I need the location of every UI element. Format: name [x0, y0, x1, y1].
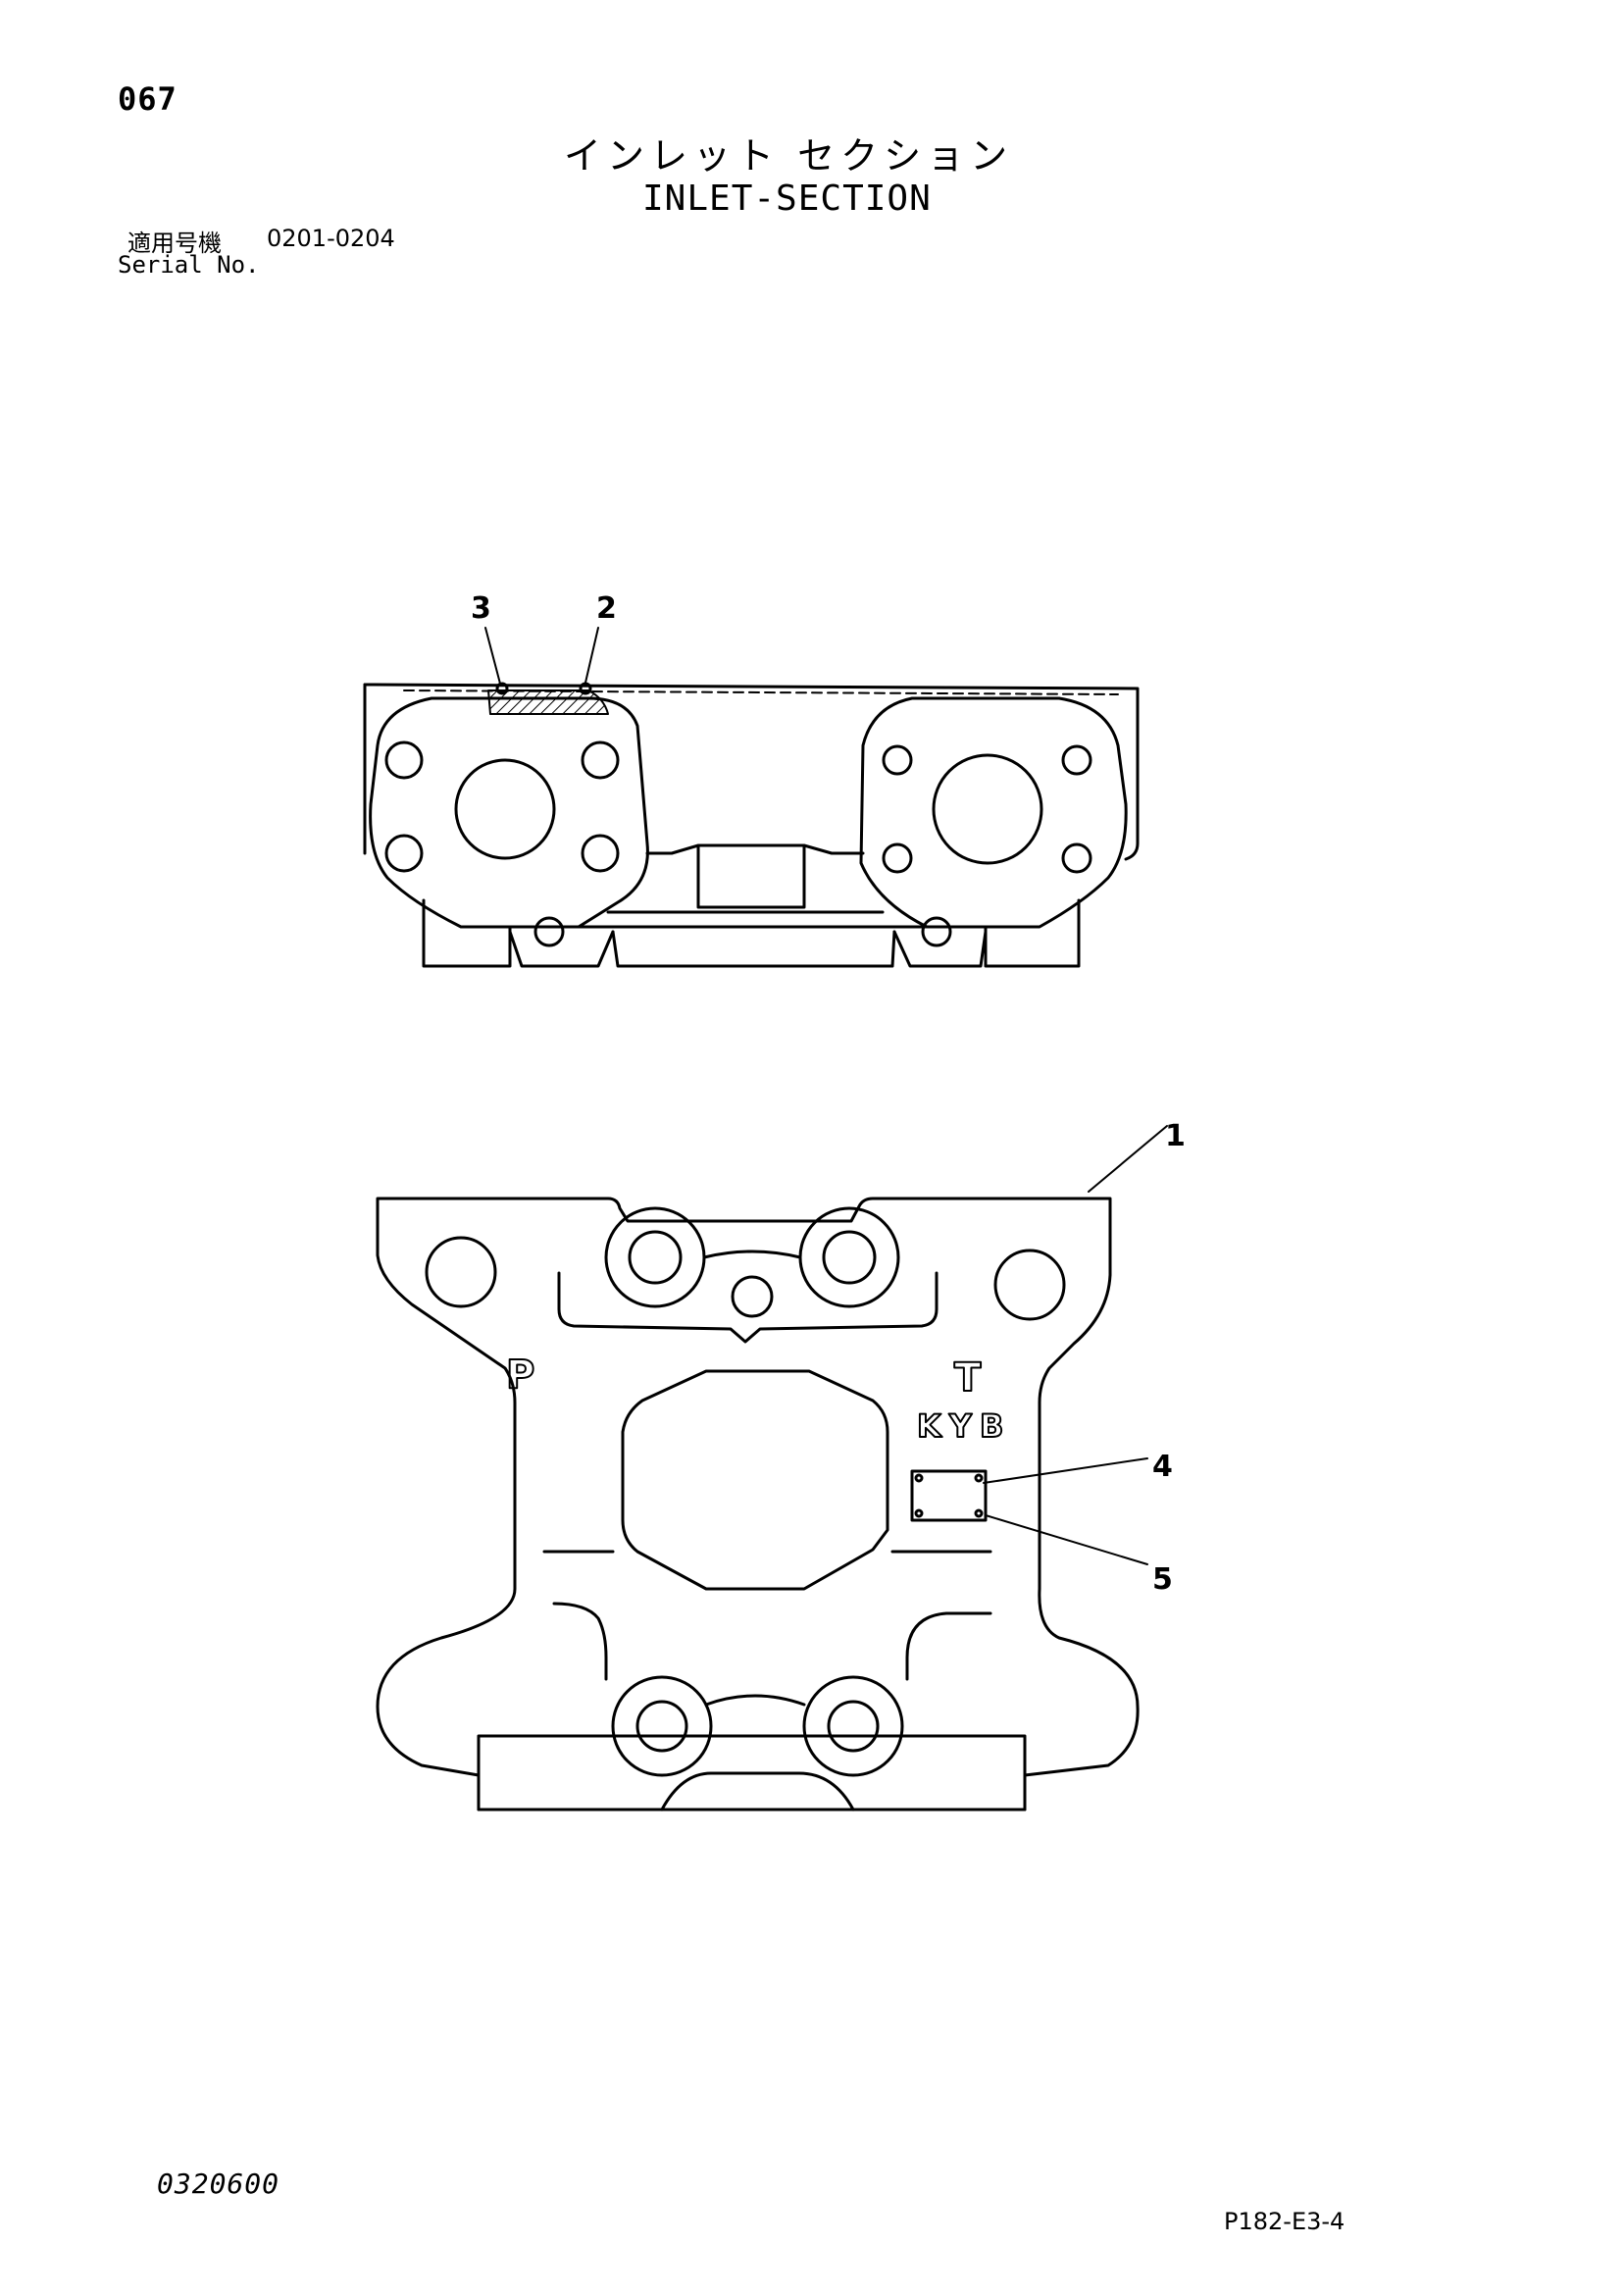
callout-4: 4	[1152, 1450, 1173, 1484]
front-view-outline	[376, 1197, 1140, 1811]
center-hole	[731, 1275, 774, 1318]
center-port	[621, 1369, 889, 1591]
bolt-hole	[882, 744, 913, 776]
callout-3: 3	[471, 591, 491, 626]
leader-3	[484, 627, 501, 685]
callout-2: 2	[596, 591, 617, 626]
plate-rivet	[974, 1508, 984, 1518]
page-number: 067	[118, 80, 178, 118]
leader-2	[584, 627, 599, 684]
boss-outer	[802, 1675, 904, 1777]
bolt-hole	[384, 834, 424, 873]
upper-port-left	[425, 1236, 497, 1308]
page-title-japanese: インレット セクション	[564, 134, 1014, 178]
top-view	[363, 627, 1140, 968]
bolt-hole	[1061, 744, 1092, 776]
serial-range: 0201-0204	[267, 225, 395, 252]
upper-port-right	[993, 1249, 1066, 1321]
upper-pocket	[557, 1271, 939, 1344]
bottom-notch-right	[921, 916, 952, 947]
port-label-t: T	[954, 1355, 982, 1401]
base-arch	[660, 1771, 855, 1811]
page-title: INLET-SECTION	[642, 179, 932, 219]
middle-boss	[645, 843, 865, 909]
serial-label: Serial No.	[118, 251, 260, 279]
plate-rivet	[914, 1473, 924, 1483]
boss-inner	[827, 1700, 880, 1753]
bottom-notch-left	[533, 916, 565, 947]
bolt-hole	[581, 834, 620, 873]
maker-logo: KYB	[917, 1407, 1011, 1445]
o-ring-2	[579, 682, 592, 695]
boss-inner	[635, 1700, 688, 1753]
left-flange	[369, 696, 649, 929]
plate-rivet	[974, 1473, 984, 1483]
lower-boss-bridge	[704, 1694, 806, 1707]
boss-outer	[611, 1675, 713, 1777]
plate-rivet	[914, 1508, 924, 1518]
boss-bridge	[702, 1250, 802, 1259]
lower-pocket-right	[905, 1611, 992, 1681]
lower-pocket-left	[552, 1602, 608, 1681]
boss-outer	[798, 1206, 900, 1308]
bottom-foot-left	[508, 930, 615, 968]
right-port-circle	[932, 753, 1043, 865]
bolt-hole	[1061, 842, 1092, 874]
left-port-circle	[454, 758, 556, 860]
bottom-rail	[611, 930, 896, 968]
name-plate	[910, 1469, 988, 1522]
front-view: P T KYB	[376, 1125, 1168, 1811]
base-plate	[477, 1734, 1027, 1811]
port-label-p: P	[506, 1352, 534, 1398]
top-view-top-edge	[363, 683, 1140, 861]
boss-outer	[604, 1206, 706, 1308]
leader-4	[983, 1457, 1148, 1484]
callout-5: 5	[1152, 1562, 1173, 1597]
serial-label-japanese: 適用号機	[127, 230, 222, 257]
bolt-hole	[882, 842, 913, 874]
boss-inner	[822, 1230, 877, 1285]
leader-5	[985, 1514, 1148, 1565]
page-reference: P182-E3-4	[1224, 2208, 1345, 2235]
bolt-hole	[581, 740, 620, 780]
hatched-seal	[487, 689, 609, 715]
document-code: 0320600	[157, 2168, 280, 2200]
boss-inner	[628, 1230, 683, 1285]
leader-1	[1088, 1125, 1168, 1193]
callout-1: 1	[1165, 1119, 1186, 1153]
right-flange	[859, 696, 1128, 929]
bottom-foot-right	[892, 930, 988, 968]
o-ring-3	[495, 682, 509, 695]
bolt-hole	[384, 740, 424, 780]
top-view-base	[422, 898, 1081, 968]
